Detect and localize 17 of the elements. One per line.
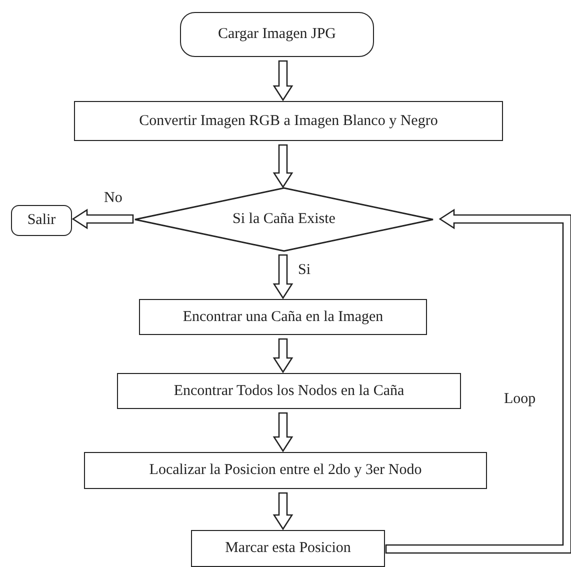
process-box: Marcar esta Posicion [191,530,385,567]
block-arrow [72,208,134,230]
block-arrow [272,412,294,452]
decision-diamond: Si la Caña Existe [135,188,433,251]
terminal-box: Salir [11,205,72,236]
block-arrow [272,144,294,188]
block-arrow [272,60,294,102]
edge-label: Loop [503,391,537,408]
process-box: Encontrar una Caña en la Imagen [139,299,427,335]
process-box: Encontrar Todos los Nodos en la Caña [117,373,461,409]
block-arrow [272,492,294,530]
block-arrow [385,208,571,554]
block-arrow [272,338,294,374]
process-box: Convertir Imagen RGB a Imagen Blanco y Negro [74,101,503,141]
process-box: Localizar la Posicion entre el 2do y 3er Nodo [84,452,487,489]
terminal-box: Cargar Imagen JPG [180,12,374,57]
block-arrow [272,254,294,300]
